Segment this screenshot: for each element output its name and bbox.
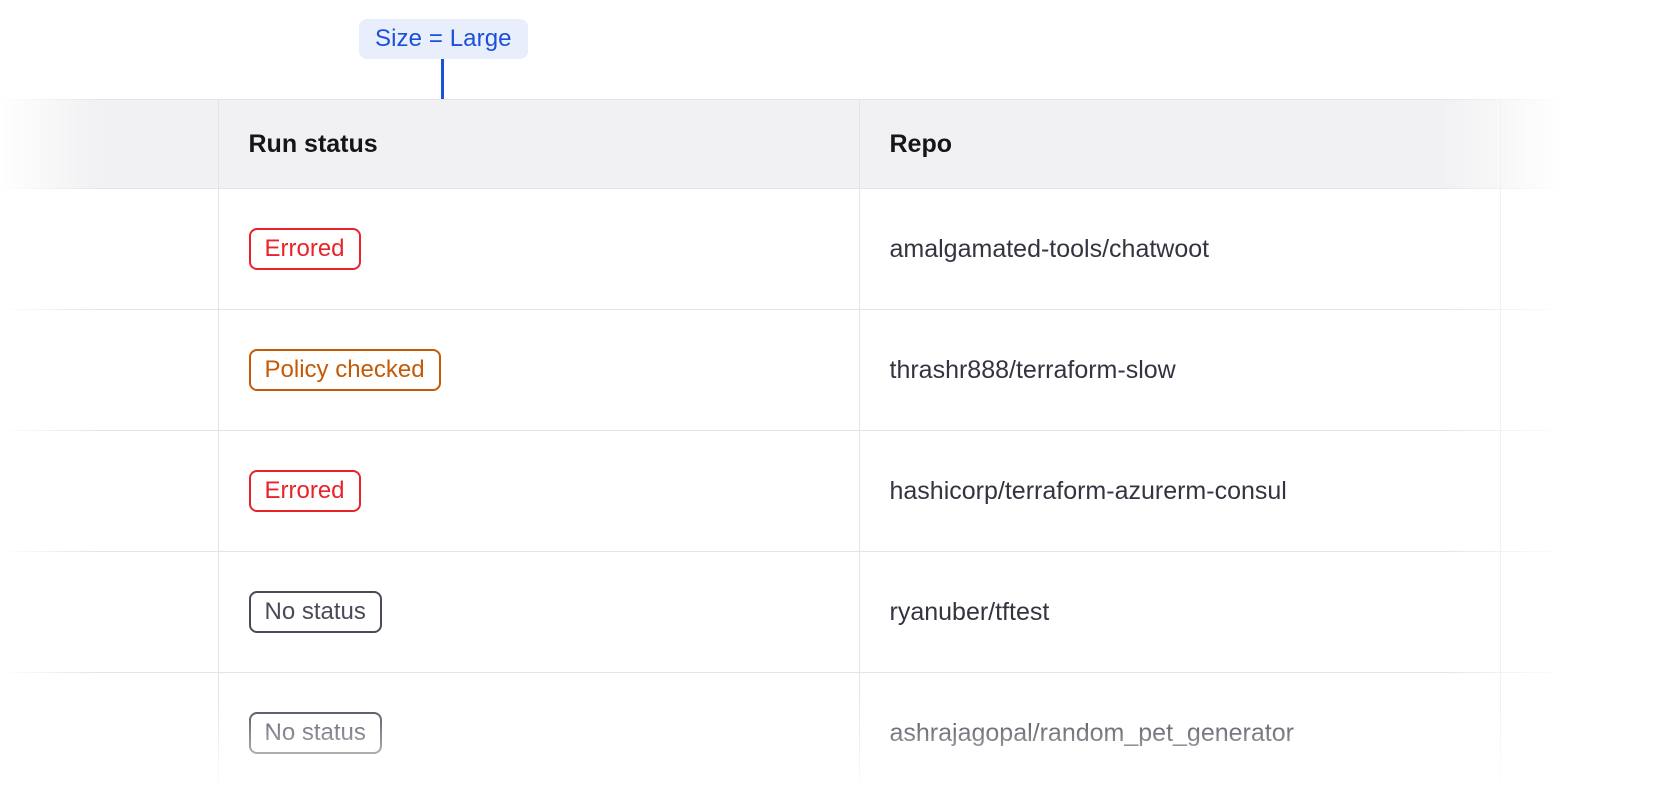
status-badge[interactable]: No status (248, 712, 382, 754)
column-header-tail (1500, 99, 1672, 189)
status-badge[interactable]: Errored (248, 470, 361, 512)
cell-repo: ashrajagopal/random_pet_generator (859, 672, 1501, 788)
repo-name: hashicorp/terraform-azurerm-consul (889, 476, 1287, 505)
row-gutter-cell (0, 430, 219, 552)
annotation-callout-size-large: Size = Large (359, 19, 528, 59)
cell-repo: hashicorp/terraform-azurerm-consul (859, 430, 1501, 552)
runs-table-container: Run status Repo Errored amalgamated-tools… (0, 99, 1672, 788)
row-tail-cell (1500, 309, 1672, 431)
table-row[interactable]: No status ashrajagopal/random_pet_generat… (0, 672, 1672, 788)
row-gutter-cell (0, 188, 219, 310)
row-tail-cell (1500, 188, 1672, 310)
row-tail-cell (1500, 551, 1672, 673)
status-badge[interactable]: No status (248, 591, 382, 633)
status-badge[interactable]: Errored (248, 228, 361, 270)
cell-run-status: Errored (218, 430, 860, 552)
cell-run-status: No status (218, 672, 860, 788)
table-header: Run status Repo (0, 99, 1672, 189)
cell-run-status: Errored (218, 188, 860, 310)
table-row[interactable]: Errored hashicorp/terraform-azurerm-consu… (0, 430, 1672, 552)
repo-name: thrashr888/terraform-slow (889, 355, 1176, 384)
cell-repo: amalgamated-tools/chatwoot (859, 188, 1501, 310)
column-header-gutter (0, 99, 219, 189)
row-tail-cell (1500, 430, 1672, 552)
cell-run-status: No status (218, 551, 860, 673)
row-gutter-cell (0, 672, 219, 788)
table-header-row: Run status Repo (0, 99, 1672, 189)
table-row[interactable]: Policy checked thrashr888/terraform-slow (0, 309, 1672, 431)
cell-run-status: Policy checked (218, 309, 860, 431)
column-header-run-status[interactable]: Run status (218, 99, 860, 189)
repo-name: amalgamated-tools/chatwoot (889, 234, 1210, 263)
status-badge[interactable]: Policy checked (248, 349, 441, 391)
runs-table: Run status Repo Errored amalgamated-tools… (0, 99, 1672, 788)
row-gutter-cell (0, 309, 219, 431)
repo-name: ryanuber/tftest (889, 597, 1050, 626)
row-tail-cell (1500, 672, 1672, 788)
cell-repo: ryanuber/tftest (859, 551, 1501, 673)
row-gutter-cell (0, 551, 219, 673)
table-row[interactable]: Errored amalgamated-tools/chatwoot (0, 188, 1672, 310)
repo-name: ashrajagopal/random_pet_generator (889, 718, 1294, 747)
table-row[interactable]: No status ryanuber/tftest (0, 551, 1672, 673)
column-header-repo[interactable]: Repo (859, 99, 1501, 189)
cell-repo: thrashr888/terraform-slow (859, 309, 1501, 431)
